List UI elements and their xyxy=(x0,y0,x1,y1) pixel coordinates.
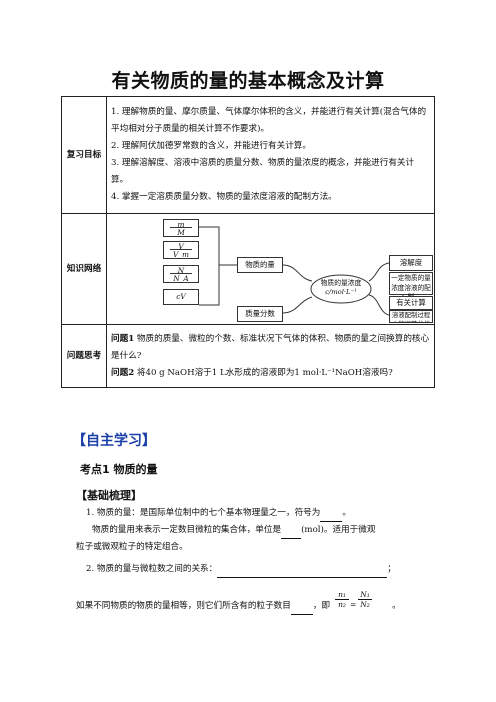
questions-cell: 问题1 物质的质量、微粒的个数、标准状况下气体的体积、物质的量之间换算的核心是什… xyxy=(106,324,435,388)
blank-unit xyxy=(281,527,302,539)
center-text: 物质的量浓度 c/mol·L⁻¹ xyxy=(313,279,369,297)
q1-tag: 问题1 xyxy=(111,333,135,344)
p5-text: 如果不同物质的物质的量相等，则它们所含有的粒子数目 xyxy=(76,601,291,611)
page-title: 有关物质的量的基本概念及计算 xyxy=(111,70,385,92)
question-1: 问题1 物质的质量、微粒的个数、标准状况下气体的体积、物质的量之间换算的核心是什… xyxy=(111,331,430,365)
p5-mid: ，即 xyxy=(312,601,331,611)
center-line-2: c/mol·L⁻¹ xyxy=(325,288,357,296)
para-4: 2. 物质的量与微粒数之间的关系： ； xyxy=(86,561,396,578)
amount-box: 物质的量 xyxy=(237,257,283,273)
formula-box-1: m M xyxy=(163,219,199,237)
p4-end: ； xyxy=(387,564,396,574)
calc-box: 有关计算 xyxy=(389,296,433,310)
para-3: 粒子或微观粒子的特定组合。 xyxy=(76,542,188,552)
formula-1-den: M xyxy=(170,227,192,237)
fraction-to-center xyxy=(282,296,313,314)
basics-heading: 【基础梳理】 xyxy=(76,489,142,502)
q2-text: 将40 g NaOH溶于1 L水形成的溶液即为1 mol·L⁻¹NaOH溶液吗? xyxy=(136,367,393,378)
ratio-equals: = xyxy=(350,600,357,609)
ratio-right: N₁ N₂ xyxy=(358,590,372,609)
blank-relation xyxy=(217,566,388,578)
center-to-prep xyxy=(368,294,390,316)
ratio-N2: N₂ xyxy=(358,599,372,609)
mass-fraction-box: 质量分数 xyxy=(237,306,283,322)
goal-3: 3. 理解溶解度、溶液中溶质的质量分数、物质的量浓度的概念，并能进行有关计算。 xyxy=(111,158,415,185)
formula-3-den: N_A xyxy=(170,273,192,283)
q1-text: 物质的质量、微粒的个数、标准状况下气体的体积、物质的量之间换算的核心是什么? xyxy=(111,333,430,361)
goals-label: 复习目标 xyxy=(61,96,107,214)
p4-text: 2. 物质的量与微粒数之间的关系： xyxy=(86,564,218,574)
prep-box: 一定物质的量浓度溶液的配制 xyxy=(389,272,433,301)
self-study-heading: 【自主学习】 xyxy=(72,433,156,449)
formula-2-num: V xyxy=(178,242,184,251)
ratio-left: n₁ n₂ xyxy=(335,590,349,609)
formula-box-3: N N_A xyxy=(163,265,199,283)
para-5: 如果不同物质的物质的量相等，则它们所含有的粒子数目 ，即 。 xyxy=(76,598,401,615)
formula-box-2: V V_m xyxy=(163,241,199,259)
goals-cell: 1. 理解物质的量、摩尔质量、气体摩尔体积的含义，并能进行有关计算(混合气体的平… xyxy=(106,96,435,214)
questions-label: 问题思考 xyxy=(61,324,107,388)
p2-end: (mol)。适用于微观 xyxy=(301,525,376,535)
ratio-n1: n₁ xyxy=(338,590,346,599)
amount-to-center xyxy=(282,264,313,282)
q2-tag: 问题2 xyxy=(111,367,135,378)
network-label: 知识网络 xyxy=(61,213,107,325)
topic-heading: 考点1 物质的量 xyxy=(80,463,158,476)
blank-symbol xyxy=(320,510,343,522)
goal-4: 4. 掌握一定溶质质量分数、物质的量浓度溶液的配制方法。 xyxy=(111,192,337,202)
p1-end: 。 xyxy=(342,508,351,518)
para-1: 1. 物质的量：是国际单位制中的七个基本物理量之一，符号为 。 xyxy=(86,505,351,522)
p2-text: 物质的量用来表示一定数目微粒的集合体，单位是 xyxy=(92,525,282,535)
p1-text: 1. 物质的量：是国际单位制中的七个基本物理量之一，符号为 xyxy=(86,508,321,518)
formula-box-4: cV xyxy=(163,289,199,305)
formula-3-num: N xyxy=(177,266,185,275)
center-ellipse xyxy=(310,274,372,304)
ratio-N1: N₁ xyxy=(360,590,370,599)
blank-equal xyxy=(290,603,313,615)
error-box: 溶液配制过程中的误差分析 xyxy=(389,310,433,323)
formula-bracket xyxy=(199,226,220,306)
ratio-n2: n₂ xyxy=(335,599,349,609)
formula-2-den: V_m xyxy=(170,249,192,259)
formula-1-num: m xyxy=(177,220,185,229)
center-line-1: 物质的量浓度 xyxy=(320,279,362,287)
knowledge-map: m M V V_m N N_A cV 物质的量 物质的量浓度 c/mol·L⁻¹… xyxy=(107,217,434,323)
solubility-box: 溶解度 xyxy=(389,255,433,271)
question-2: 问题2 将40 g NaOH溶于1 L水形成的溶液即为1 mol·L⁻¹NaOH… xyxy=(111,365,430,382)
network-cell: m M V V_m N N_A cV 物质的量 物质的量浓度 c/mol·L⁻¹… xyxy=(106,213,435,325)
knowledge-map-connectors xyxy=(199,226,404,317)
goal-2: 2. 理解阿伏加德罗常数的含义，并能进行有关计算。 xyxy=(111,141,311,151)
overview-table: 复习目标 1. 理解物质的量、摩尔质量、气体摩尔体积的含义，并能进行有关计算(混… xyxy=(61,96,435,388)
center-to-solubility xyxy=(368,262,390,282)
p5-end: 。 xyxy=(392,601,401,611)
goal-1: 1. 理解物质的量、摩尔质量、气体摩尔体积的含义，并能进行有关计算(混合气体的平… xyxy=(111,107,427,134)
para-2: 物质的量用来表示一定数目微粒的集合体，单位是 (mol)。适用于微观 xyxy=(92,522,375,539)
